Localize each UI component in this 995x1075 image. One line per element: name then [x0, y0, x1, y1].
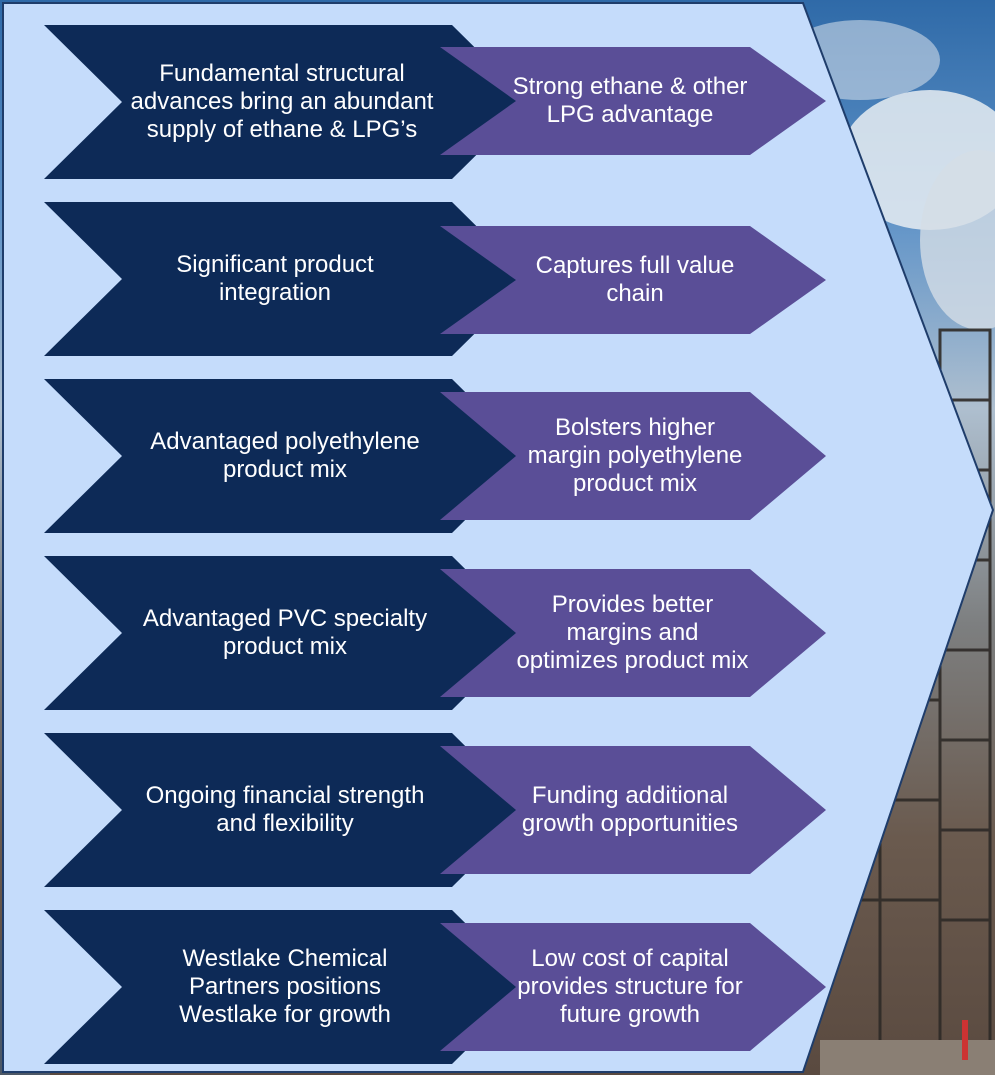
- benefit-text-3: Bolsters higher margin polyethylene prod…: [527, 414, 743, 497]
- benefit-chevron-1: [440, 47, 826, 155]
- benefit-chevron-3: [440, 392, 826, 520]
- driver-text-1: Fundamental structural advances bring an…: [130, 60, 434, 143]
- driver-text-5: Ongoing financial strength and flexibili…: [145, 782, 425, 837]
- benefit-chevron-2: [440, 226, 826, 334]
- driver-text-6: Westlake Chemical Partners positions Wes…: [179, 945, 391, 1028]
- benefit-text-1: Strong ethane & other LPG advantage: [512, 73, 748, 128]
- driver-chevron-1: [44, 25, 530, 179]
- benefit-text-4: Provides better margins and optimizes pr…: [516, 591, 749, 674]
- driver-chevron-6: [44, 910, 530, 1064]
- benefit-chevron-4: [440, 569, 826, 697]
- benefit-chevron-6: [440, 923, 826, 1051]
- driver-chevron-5: [44, 733, 530, 887]
- driver-text-2: Significant product integration: [176, 251, 374, 306]
- benefit-text-6: Low cost of capital provides structure f…: [517, 945, 743, 1028]
- benefit-text-5: Funding additional growth opportunities: [521, 782, 739, 837]
- driver-chevron-4: [44, 556, 530, 710]
- driver-text-4: Advantaged PVC specialty product mix: [142, 605, 428, 660]
- driver-chevron-3: [44, 379, 530, 533]
- driver-chevron-2: [44, 202, 530, 356]
- benefit-text-2: Captures full value chain: [535, 252, 735, 307]
- driver-text-3: Advantaged polyethylene product mix: [150, 428, 420, 483]
- benefit-chevron-5: [440, 746, 826, 874]
